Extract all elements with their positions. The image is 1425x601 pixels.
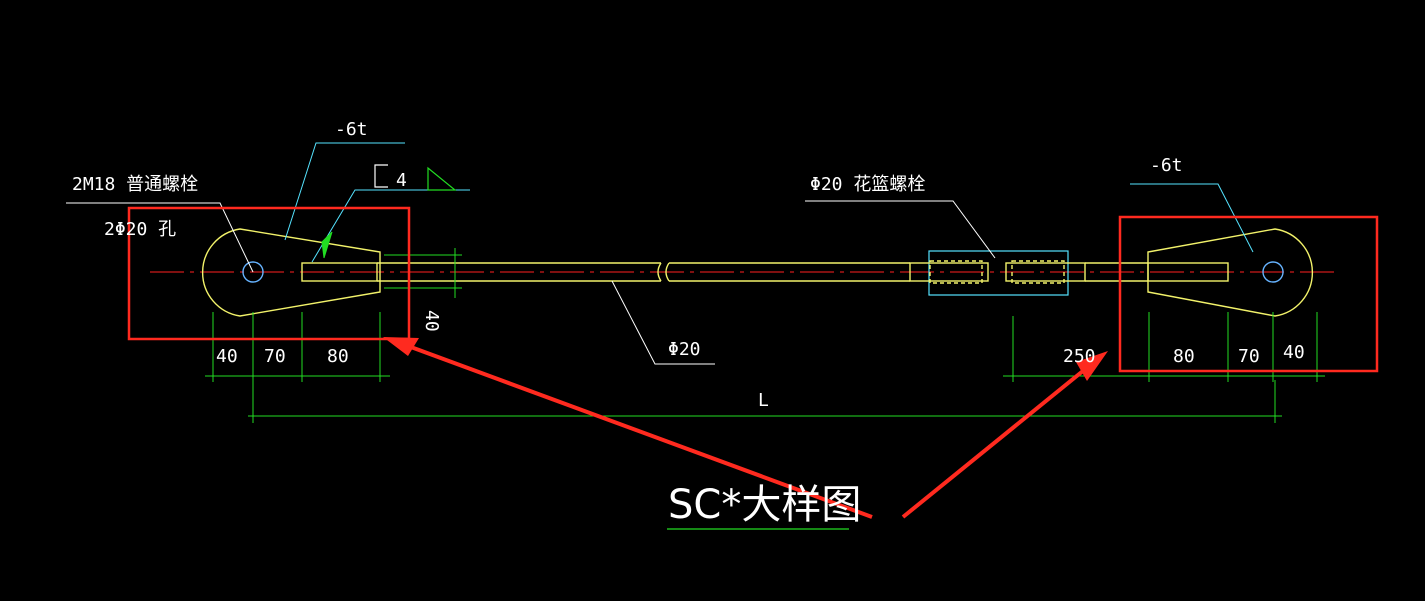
- dim-plate-width: 40: [421, 310, 442, 332]
- arrow-right-icon: [1076, 351, 1108, 381]
- dim-left-3: 80: [327, 346, 349, 367]
- left-gusset-plate: [201, 228, 381, 317]
- dim-overall: L: [758, 390, 769, 411]
- bolt-label: 2M18 普通螺栓: [72, 174, 198, 195]
- tie-rod: [377, 262, 1148, 282]
- plate-label-right: -6t: [1150, 155, 1183, 176]
- highlight-box-left: [127, 206, 411, 341]
- dim-right-2: 80: [1173, 346, 1195, 367]
- plate-label-left: -6t: [335, 119, 368, 140]
- hole-label: 2Φ20 孔: [104, 219, 176, 240]
- turnbuckle-label: Φ20 花篮螺栓: [810, 174, 925, 195]
- weld-size-label: 4: [396, 170, 407, 191]
- weld-symbol: [374, 164, 457, 191]
- turnbuckle: [909, 250, 1086, 296]
- dim-left-1: 40: [216, 346, 238, 367]
- bolt-hole-icon: [242, 261, 264, 283]
- right-gusset-plate: [1147, 228, 1314, 317]
- dim-right-4: 40: [1283, 342, 1305, 363]
- highlight-box-right: [1118, 215, 1379, 373]
- weld-arrow-icon: [321, 231, 333, 259]
- dim-left-2: 70: [264, 346, 286, 367]
- bolt-hole-icon: [1262, 261, 1284, 283]
- arrow-left-icon: [383, 337, 419, 356]
- highlight-annotation: [127, 206, 1379, 519]
- dim-right-3: 70: [1238, 346, 1260, 367]
- dimension-lines: [205, 248, 1325, 423]
- dim-right-1: 250: [1063, 346, 1096, 367]
- rod-label: Φ20: [668, 339, 701, 360]
- drawing-title: SC*大样图: [668, 482, 861, 528]
